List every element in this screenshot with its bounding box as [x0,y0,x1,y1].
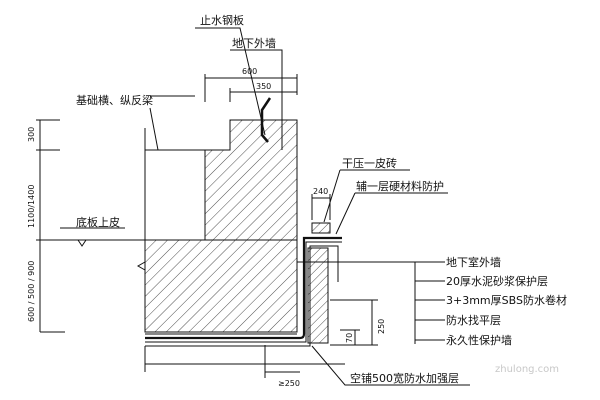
dim-1100-1400: 1100/1400 [27,185,36,228]
brick [311,222,331,234]
label-beam: 基础横、纵反梁 [76,93,153,107]
label-waterstop: 止水钢板 [200,13,244,27]
dim-300: 300 [27,127,36,142]
label-slab-top: 底板上皮 [76,215,120,229]
waterproof-layer [145,236,342,340]
label-hard-protect: 辅一层硬材料防护 [356,179,444,193]
label-mortar: 20厚水泥砂浆保护层 [446,274,548,288]
label-brick: 干压一皮砖 [342,156,397,170]
concrete-slab [144,239,298,333]
label-outer-wall: 地下外墙 [232,36,276,50]
label-protect-wall: 永久性保护墙 [446,333,512,347]
watermark: zhulong.com [495,364,559,375]
dim-ge250: ≥250 [278,379,300,388]
dim-600: 600 [242,67,257,76]
label-basement-wall: 地下室外墙 [446,255,501,269]
concrete-wall [204,119,298,241]
dim-350: 350 [256,82,271,91]
label-sbs: 3+3mm厚SBS防水卷材 [446,293,567,307]
protective-wall [307,247,329,344]
blinding-layer [144,346,345,372]
dim-240: 240 [313,187,328,196]
label-leveling: 防水找平层 [446,313,501,327]
dim-600-500-900: 600 / 500 / 900 [27,261,36,322]
dim-70: 70 [345,333,354,343]
label-reinforce: 空铺500宽防水加强层 [350,371,459,385]
dim-250: 250 [377,319,386,334]
